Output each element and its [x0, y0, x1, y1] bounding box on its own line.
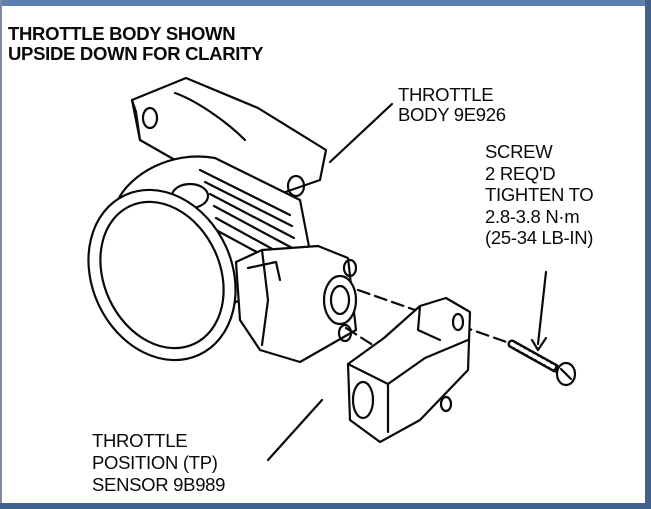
tp-mounting-pad	[234, 244, 358, 364]
title-line-1: THROTTLE BODY SHOWN	[8, 23, 236, 44]
window-top-border	[0, 0, 651, 6]
leader-screw	[536, 270, 548, 346]
mounting-screw	[507, 339, 577, 387]
mounting-flange	[130, 76, 328, 200]
throttle-body-label-line-1: THROTTLE	[398, 84, 494, 105]
screw-label-line-4: 2.8-3.8 N·m	[485, 205, 580, 227]
leader-throttle-body	[328, 102, 394, 164]
screw-label: SCREW 2 REQ'D TIGHTEN TO 2.8-3.8 N·m (25…	[485, 141, 594, 249]
screw-label-line-5: (25-34 LB-IN)	[485, 227, 594, 248]
tp-sensor-label-line-2: POSITION (TP)	[92, 452, 218, 473]
leader-screw-arrowhead	[530, 336, 548, 352]
throttle-shaft-end	[329, 284, 351, 316]
tp-sensor-connector-port	[351, 380, 375, 420]
tp-sensor-body	[346, 296, 472, 444]
window-left-border	[0, 0, 2, 509]
diagram-title: THROTTLE BODY SHOWN UPSIDE DOWN FOR CLAR…	[8, 24, 263, 64]
pad-screw-hole-top	[342, 258, 358, 278]
screw-label-line-2: 2 REQ'D	[485, 162, 556, 184]
flange-bolt-hole-left	[141, 106, 159, 130]
throttle-body-label-line-2: BODY 9E926	[398, 104, 506, 125]
tp-sensor-mount-hole-top	[451, 312, 465, 332]
throttle-bore-inlet	[87, 188, 237, 362]
flange-bolt-hole-right	[286, 174, 306, 198]
throttle-body-label: THROTTLE BODY 9E926	[398, 85, 506, 125]
window-bottom-border	[0, 503, 651, 509]
tp-sensor-label-line-1: THROTTLE	[92, 430, 188, 451]
leader-tp-sensor	[266, 398, 324, 462]
screw-label-line-1: SCREW	[485, 141, 553, 162]
tp-sensor-label: THROTTLE POSITION (TP) SENSOR 9B989	[92, 430, 225, 496]
throttle-shaft-boss	[322, 274, 358, 326]
window-right-border	[645, 0, 651, 509]
pad-screw-hole-bottom	[337, 323, 353, 343]
screw-label-line-3: TIGHTEN TO	[485, 184, 594, 205]
title-line-2: UPSIDE DOWN FOR CLARITY	[8, 43, 264, 64]
tp-sensor-label-line-3: SENSOR 9B989	[92, 474, 226, 495]
tp-sensor-mount-hole-bottom	[439, 395, 453, 413]
